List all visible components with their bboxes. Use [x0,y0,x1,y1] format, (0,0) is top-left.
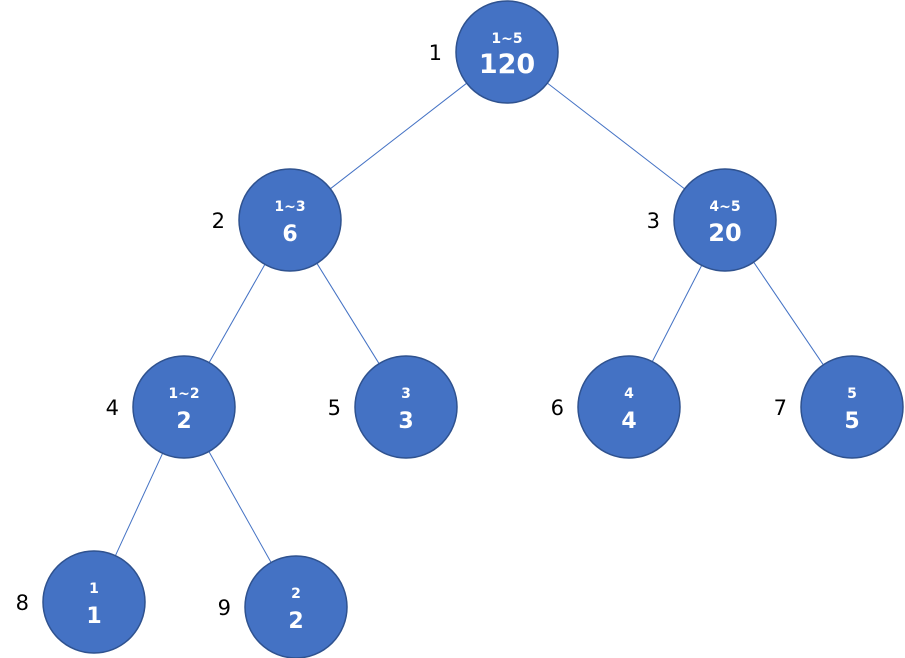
node-circle [800,355,904,459]
tree-node-4: 1~2 2 4 [106,355,236,459]
node-range-label: 1~5 [491,31,522,47]
node-value-label: 2 [288,609,303,634]
edge-3-7 [753,261,824,366]
node-index-label: 9 [218,596,231,620]
node-range-label: 1 [89,581,99,597]
node-range-label: 5 [847,386,857,402]
node-value-label: 4 [621,409,636,434]
node-range-label: 4 [624,386,634,402]
edge-3-6 [651,265,703,362]
node-circle [238,168,342,272]
node-index-label: 1 [429,41,442,65]
node-circle [244,555,348,658]
tree-edges [114,82,824,563]
node-value-label: 1 [86,604,101,629]
node-index-label: 7 [774,396,787,420]
tree-node-2: 1~3 6 2 [212,168,342,272]
node-value-label: 3 [398,409,413,434]
edge-2-5 [316,263,380,364]
tree-nodes: 1~5 120 1 1~3 6 2 4~5 20 3 1~2 2 4 3 3 5 4 4 6 5 5 7 1 1 8 2 2 9 [16,0,904,658]
tree-node-9: 2 2 9 [218,555,348,658]
edge-1-3 [547,82,685,190]
node-value-label: 20 [708,219,741,247]
node-circle [42,550,146,654]
edge-4-9 [208,451,272,563]
tree-node-5: 3 3 5 [328,355,458,459]
tree-node-1: 1~5 120 1 [429,0,559,104]
tree-node-8: 1 1 8 [16,550,146,654]
node-value-label: 6 [282,222,297,247]
node-circle [673,168,777,272]
node-circle [455,0,559,104]
node-range-label: 2 [291,586,301,602]
node-circle [577,355,681,459]
node-index-label: 6 [551,396,564,420]
node-index-label: 3 [647,209,660,233]
node-value-label: 5 [844,409,859,434]
node-range-label: 3 [401,386,411,402]
node-value-label: 120 [479,49,535,80]
edge-1-2 [329,82,468,190]
tree-node-7: 5 5 7 [774,355,904,459]
edge-4-8 [114,453,164,556]
tree-node-3: 4~5 20 3 [647,168,777,272]
node-circle [132,355,236,459]
node-index-label: 2 [212,209,225,233]
node-range-label: 1~2 [168,386,199,402]
edge-2-4 [208,264,266,363]
node-value-label: 2 [176,409,191,434]
node-range-label: 4~5 [709,199,740,215]
node-circle [354,355,458,459]
node-index-label: 4 [106,396,119,420]
node-index-label: 8 [16,591,29,615]
tree-node-6: 4 4 6 [551,355,681,459]
node-index-label: 5 [328,396,341,420]
node-range-label: 1~3 [274,199,305,215]
